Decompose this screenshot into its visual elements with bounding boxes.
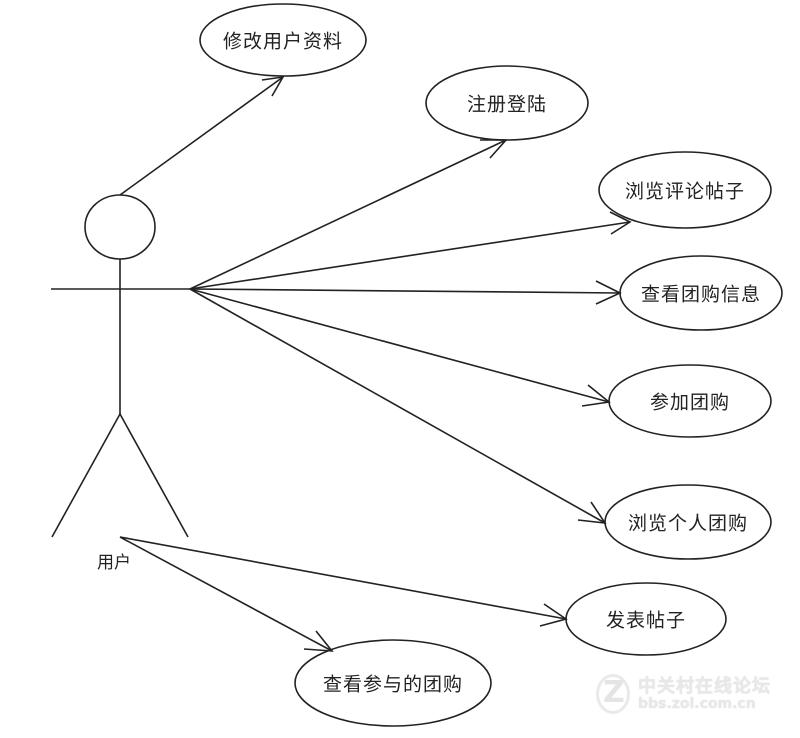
- usecase-label-join-groupbuy: 参加团购: [649, 391, 731, 414]
- association-browse-personal-groupbuy: [189, 288, 607, 524]
- actor-right-leg: [119, 413, 189, 538]
- actor-stick-figure: [51, 194, 190, 538]
- association-join-groupbuy: [189, 288, 611, 407]
- usecase-ellipse-browse-comment-posts: [598, 151, 772, 229]
- usecase-label-register-login: 注册登陆: [466, 93, 548, 116]
- usecase-label-publish-post: 发表帖子: [605, 609, 687, 632]
- association-browse-comment-posts: [189, 211, 632, 290]
- usecase-label-browse-comment-posts: 浏览评论帖子: [624, 180, 746, 203]
- actor-left-leg: [51, 413, 121, 538]
- association-register-login: [189, 139, 508, 290]
- zol-z-glyph-icon: Z: [603, 675, 625, 710]
- association-edit-profile: [119, 75, 285, 196]
- usecase-label-edit-profile: 修改用户资料: [222, 30, 344, 53]
- association-view-joined-groupbuy: [119, 536, 334, 652]
- association-publish-post: [119, 536, 568, 627]
- actor-head: [84, 194, 156, 260]
- watermark-title: 中关村在线论坛: [638, 676, 771, 697]
- actor-label: 用户: [97, 553, 131, 573]
- usecase-ellipse-view-joined-groupbuy: [294, 639, 492, 727]
- usecase-ellipse-edit-profile: [199, 3, 367, 77]
- watermark-url: bbs.zol.com.cn: [638, 696, 756, 712]
- zol-logo-icon: [596, 674, 630, 714]
- watermark: Z 中关村在线论坛 bbs.zol.com.cn: [596, 672, 786, 716]
- usecase-label-view-joined-groupbuy: 查看参与的团购: [322, 673, 464, 696]
- usecase-label-view-groupbuy-info: 查看团购信息: [640, 283, 762, 306]
- association-view-groupbuy-info: [189, 280, 622, 305]
- usecase-label-browse-personal-groupbuy: 浏览个人团购: [627, 512, 749, 535]
